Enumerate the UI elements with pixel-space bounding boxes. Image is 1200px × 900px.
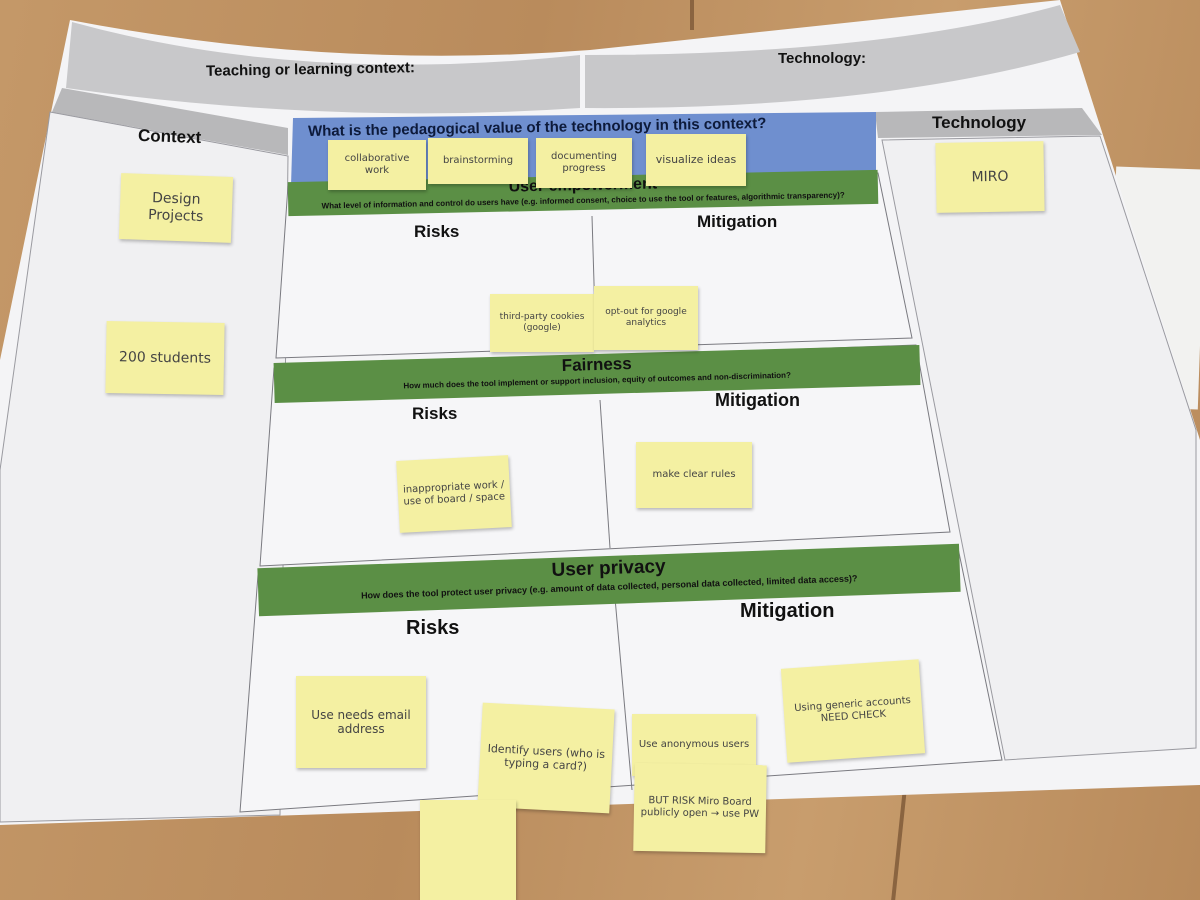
sticky-note-pedagogy[interactable]: collaborative work bbox=[328, 140, 426, 190]
sticky-note-risk[interactable]: Use needs email address bbox=[296, 676, 426, 768]
sticky-note-risk[interactable]: inappropriate work / use of board / spac… bbox=[396, 455, 512, 533]
sticky-note-pedagogy[interactable]: brainstorming bbox=[428, 138, 528, 184]
teaching-context-label: Teaching or learning context: bbox=[205, 59, 416, 80]
sticky-note-mitigation[interactable]: Using generic accounts NEED CHECK bbox=[780, 659, 926, 763]
privacy-risks-label: Risks bbox=[406, 617, 460, 639]
empowerment-risks-label: Risks bbox=[414, 222, 460, 241]
sticky-note-context[interactable]: 200 students bbox=[105, 320, 225, 396]
sticky-note-pedagogy[interactable]: visualize ideas bbox=[646, 134, 746, 186]
sticky-note-mitigation[interactable]: BUT RISK Miro Board publicly open → use … bbox=[633, 762, 767, 854]
empowerment-mitigation-label: Mitigation bbox=[697, 212, 778, 231]
privacy-mitigation-label: Mitigation bbox=[740, 600, 835, 622]
sticky-note-context[interactable]: Design Projects bbox=[118, 173, 234, 243]
sticky-note-mitigation[interactable]: opt-out for google analytics bbox=[594, 286, 698, 350]
sticky-note-blank[interactable] bbox=[420, 800, 516, 900]
sticky-note-risk[interactable]: Identify users (who is typing a card?) bbox=[477, 702, 615, 814]
sticky-note-mitigation[interactable]: make clear rules bbox=[636, 442, 752, 508]
technology-top-label: Technology: bbox=[778, 50, 867, 67]
sticky-note-risk[interactable]: third-party cookies (google) bbox=[490, 294, 594, 352]
fairness-risks-label: Risks bbox=[412, 404, 458, 423]
sticky-note-technology[interactable]: MIRO bbox=[935, 141, 1045, 213]
context-header: Context bbox=[137, 125, 202, 148]
sticky-note-pedagogy[interactable]: documenting progress bbox=[536, 138, 632, 188]
table-seam bbox=[690, 0, 694, 30]
fairness-mitigation-label: Mitigation bbox=[715, 390, 800, 410]
technology-header: Technology bbox=[932, 113, 1027, 132]
